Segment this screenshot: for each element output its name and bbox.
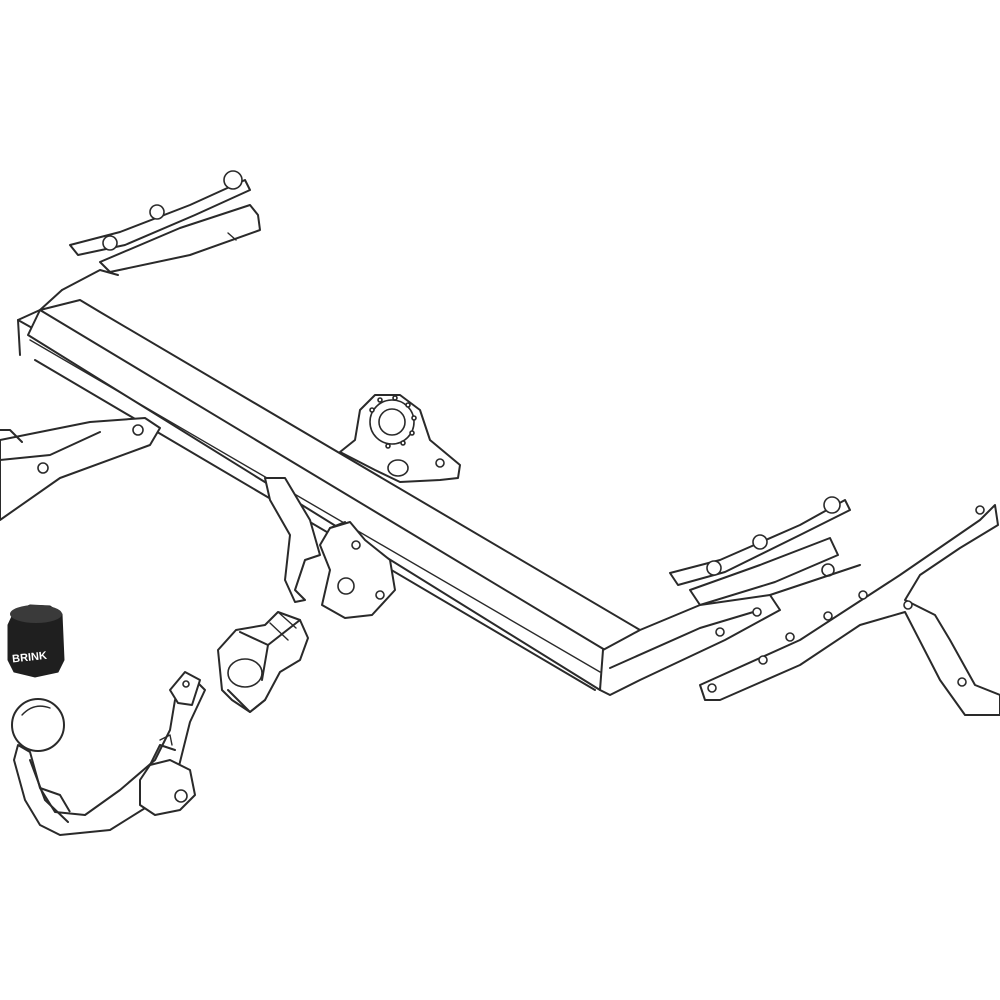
socket-plate-bracket (339, 394, 461, 483)
right-lower-mounting-bracket (699, 504, 1000, 716)
towball-receiver-socket (217, 611, 309, 713)
right-beam-end-plate (599, 564, 861, 696)
cap-brand-label: BRINK (12, 650, 48, 666)
main-cross-beam (17, 269, 641, 691)
left-upper-mounting-bracket (69, 170, 261, 273)
detachable-towball-neck (11, 671, 206, 836)
right-upper-mounting-bracket (669, 496, 851, 606)
left-lower-mounting-bracket (0, 417, 161, 521)
towball-cover-cap: BRINK (7, 604, 65, 678)
receiver-mounting-plates (264, 477, 396, 619)
